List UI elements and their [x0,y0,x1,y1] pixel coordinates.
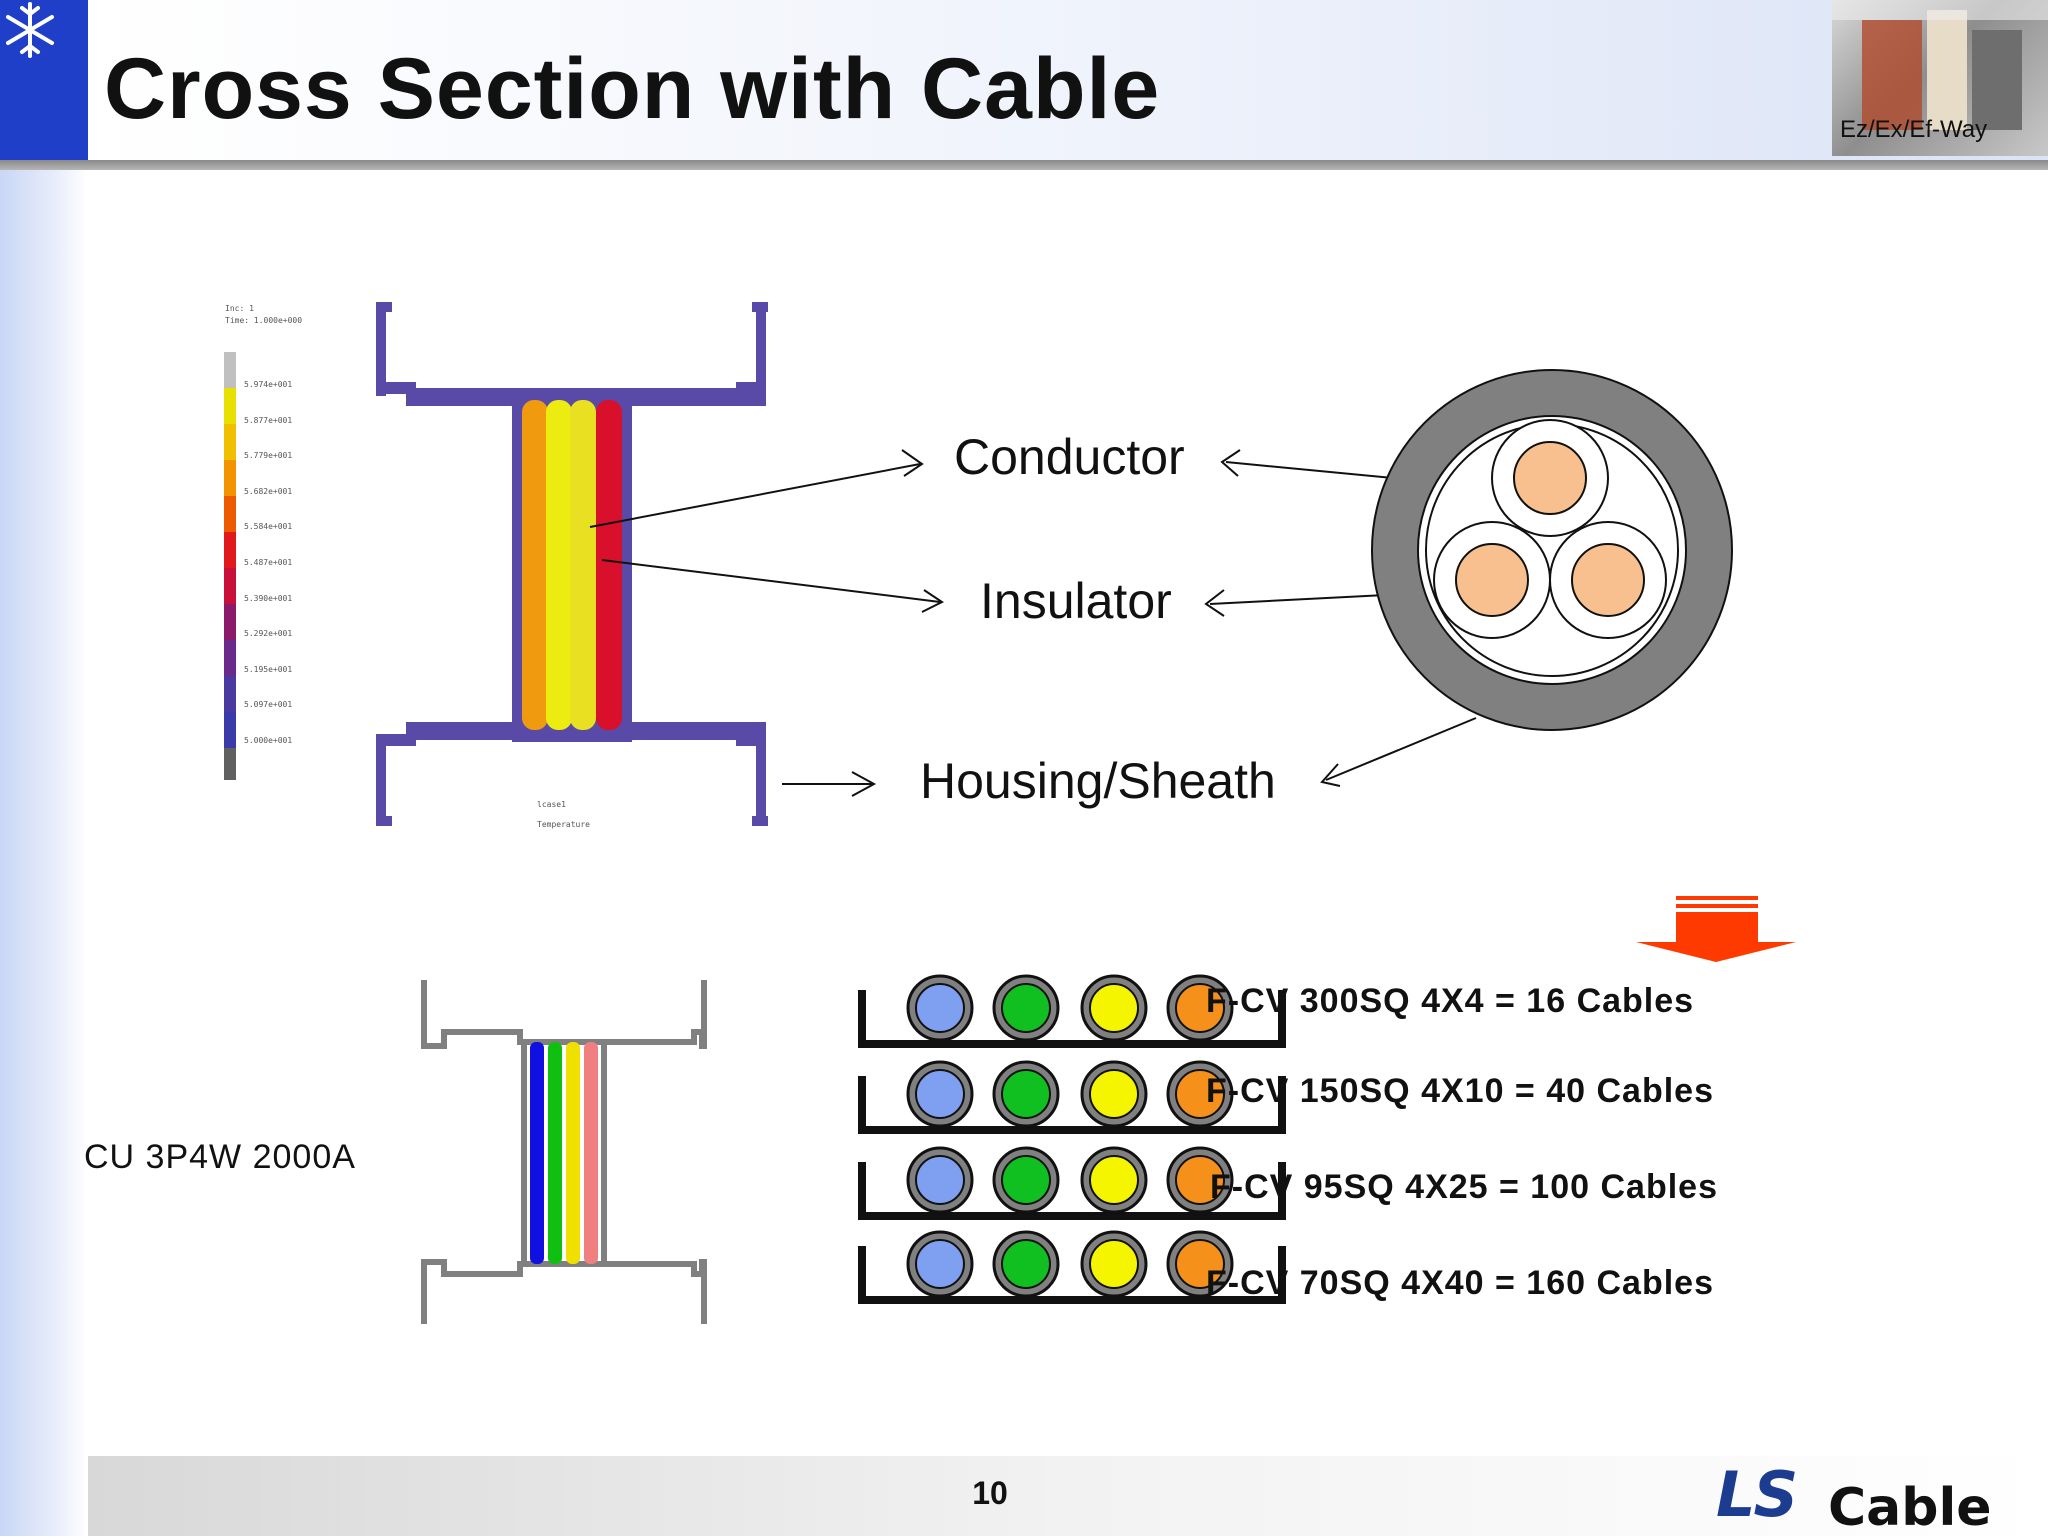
cable-core [1001,1155,1051,1205]
busway-bars [530,1042,598,1264]
cable-core [1001,1239,1051,1289]
fem-conductors [522,400,622,730]
fem-legend-value: 5.584e+001 [244,522,293,532]
cable-core [1175,1239,1225,1289]
housing-label: Housing/Sheath [920,753,1276,809]
cable-row-3: F-CV 95SQ 4X25 = 100 Cables [1210,1168,1718,1206]
cable-core [1001,983,1051,1033]
fem-legend-value: 5.877e+001 [244,415,293,425]
fem-legend-value: 5.292e+001 [244,629,293,639]
cable-core [1089,1155,1139,1205]
cable-core [915,1155,965,1205]
footer-band [88,1456,2048,1536]
cable-core [1089,983,1139,1033]
cable-core [915,983,965,1033]
fem-legend-value: 5.097e+001 [244,700,293,710]
cable-tray [858,1162,1286,1220]
cable-row-4: F-CV 70SQ 4X40 = 160 Cables [1206,1264,1714,1302]
cable-core [1089,1069,1139,1119]
fem-color-legend [224,352,236,780]
logo-ls: LS [1716,1458,1798,1531]
busway-schematic [421,980,707,1324]
fem-inc: Inc: 1 [225,304,254,313]
slide-title: Cross Section with Cable [104,41,1161,137]
fem-legend-value: 5.390e+001 [244,593,293,603]
fem-quantity: Temperature [537,820,590,829]
cable-core [915,1069,965,1119]
conductor-label: Conductor [954,429,1185,485]
product-thumbnail [1832,0,2048,156]
fem-case: lcase1 [537,800,566,809]
fem-legend-value: 5.195e+001 [244,664,293,674]
fem-legend-value: 5.000e+001 [244,736,293,745]
page-number: 10 [972,1475,1008,1511]
cable-core [1175,1069,1225,1119]
cable-tray [858,1246,1286,1304]
cable-cross-section [1371,369,1733,731]
insulator-label: Insulator [980,573,1172,629]
corner-block [0,0,88,160]
left-gradient-strip [0,0,88,1536]
logo-cable: Cable [1828,1478,1992,1538]
red-down-arrow [1636,896,1796,962]
header-badge: Ez/Ex/Ef-Way [1840,116,1988,143]
cable-core [1175,1155,1225,1205]
cable-core [1089,1239,1139,1289]
cable-row-2: F-CV 150SQ 4X10 = 40 Cables [1206,1072,1714,1110]
busway-rating: CU 3P4W 2000A [84,1138,356,1176]
header-band [88,0,2048,160]
fem-time: Time: 1.000e+000 [225,316,303,325]
cable-core [1175,983,1225,1033]
header-rule [0,160,2048,170]
snowflake-icon [6,2,54,58]
cable-row-1: F-CV 300SQ 4X4 = 16 Cables [1206,982,1695,1020]
cable-tray [858,1076,1286,1134]
cable-core [1001,1069,1051,1119]
fem-legend-value: 5.779e+001 [244,451,293,461]
cable-trays [858,974,1286,1304]
fem-legend-value: 5.682e+001 [244,486,293,496]
fem-legend-value: 5.974e+001 [244,380,293,389]
cable-core [915,1239,965,1289]
fem-legend-value: 5.487e+001 [244,558,293,567]
cable-tray [858,990,1286,1048]
